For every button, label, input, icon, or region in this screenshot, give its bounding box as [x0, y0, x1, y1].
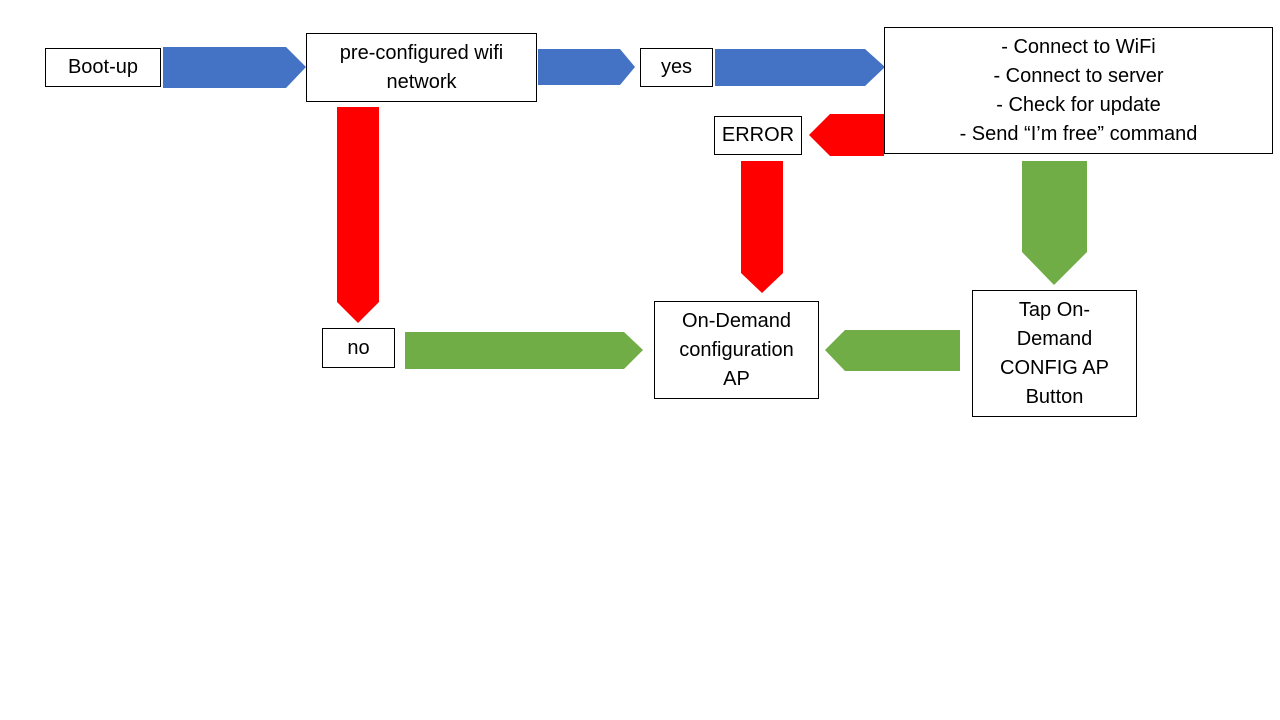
- arrow-yes-to-actions: [715, 49, 885, 86]
- tap-label-line-3: CONFIG AP: [1000, 356, 1109, 379]
- ondemand-label-line-1: On-Demand: [682, 309, 791, 332]
- action-send-free-command: - Send “I’m free” command: [959, 122, 1198, 145]
- tap-label-line-2: Demand: [1016, 327, 1093, 350]
- error-node: ERROR: [714, 116, 802, 155]
- bootup-node: Boot-up: [45, 48, 161, 87]
- error-label: ERROR: [721, 124, 795, 146]
- ondemand-label-line-2: configuration: [679, 338, 794, 361]
- action-check-update: - Check for update: [996, 93, 1161, 116]
- tap-config-button-node: Tap On- Demand CONFIG AP Button: [972, 290, 1137, 417]
- arrow-error-to-ondemand: [741, 161, 783, 293]
- arrow-bootup-to-preconfigured: [163, 47, 306, 88]
- preconfigured-label-line-2: network: [386, 70, 457, 93]
- preconfigured-wifi-node: pre-configured wifi network: [306, 33, 537, 102]
- arrow-tap-to-ondemand: [825, 330, 960, 371]
- arrow-preconfigured-to-yes: [538, 49, 635, 85]
- arrow-actions-to-error: [809, 114, 884, 156]
- tap-label-line-1: Tap On-: [1018, 298, 1091, 321]
- ondemand-config-ap-node: On-Demand configuration AP: [654, 301, 819, 399]
- tap-label-line-4: Button: [1025, 385, 1084, 408]
- yes-node: yes: [640, 48, 713, 87]
- arrow-preconfigured-to-no: [337, 107, 379, 323]
- no-label: no: [347, 336, 370, 359]
- yes-label: yes: [660, 56, 693, 78]
- action-connect-wifi: - Connect to WiFi: [1001, 35, 1156, 58]
- preconfigured-label-line-1: pre-configured wifi: [339, 41, 504, 64]
- no-node: no: [322, 328, 395, 368]
- action-connect-server: - Connect to server: [993, 64, 1164, 87]
- bootup-label: Boot-up: [67, 56, 139, 78]
- actions-node: - Connect to WiFi - Connect to server - …: [884, 27, 1273, 154]
- arrow-no-to-ondemand: [405, 332, 643, 369]
- ondemand-label-line-3: AP: [723, 367, 750, 390]
- arrow-actions-to-tap: [1022, 161, 1087, 285]
